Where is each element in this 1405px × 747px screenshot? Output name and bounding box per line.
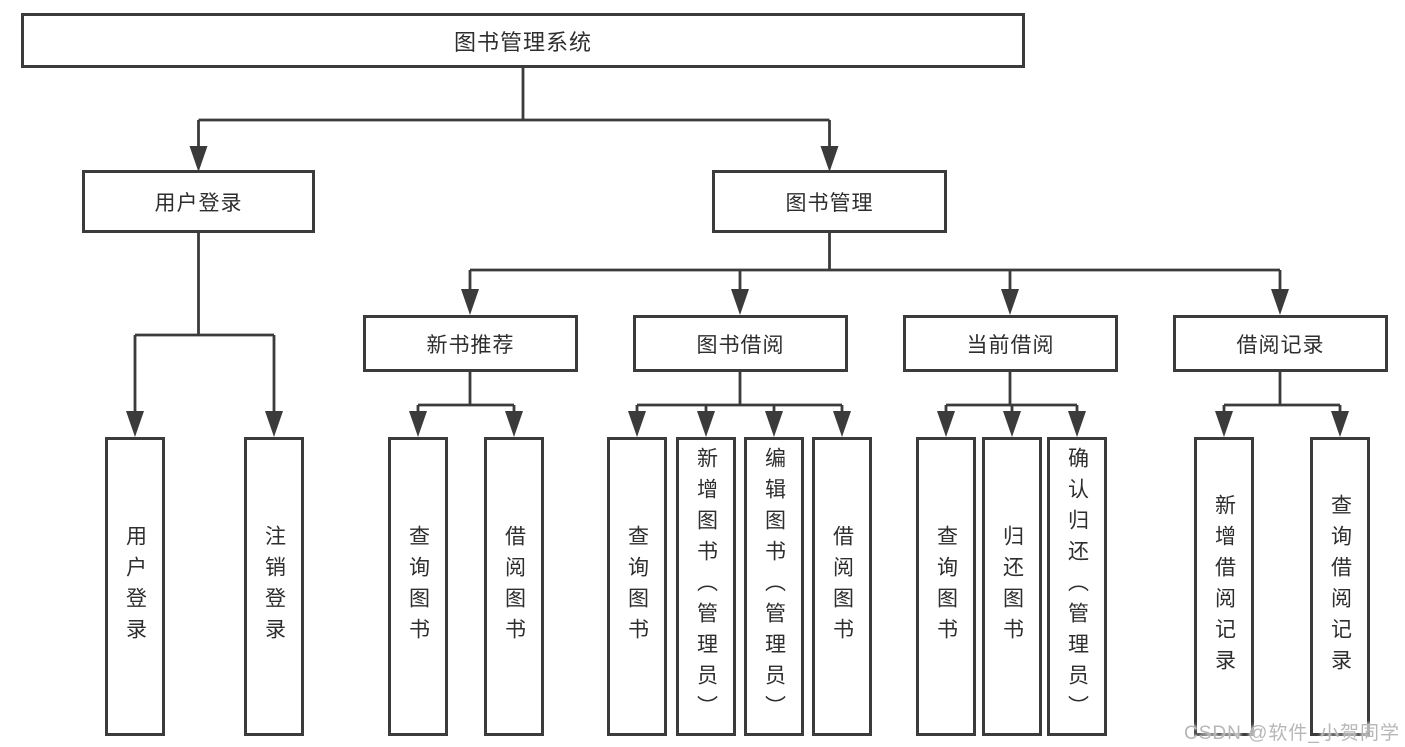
node-leaf-query-borrow-record: 查询借阅记录: [1310, 437, 1370, 736]
node-leaf-add-books-admin: 新增图书（管理员）: [676, 437, 736, 736]
connector-root-to-level2: [189, 68, 839, 172]
node-borrowing-records: 借阅记录: [1173, 315, 1388, 372]
leaf-label: 查询图书: [625, 524, 649, 649]
csdn-watermark: CSDN @软件_小贺同学: [1184, 723, 1400, 744]
leaf-label: 用户登录: [123, 524, 147, 649]
connector-new-book-branch: [409, 372, 523, 437]
leaf-label: 新增图书（管理员）: [694, 447, 718, 726]
leaf-label: 归还图书: [1000, 524, 1024, 649]
connector-book-mgmt-branch: [461, 233, 1289, 315]
node-current-borrowing: 当前借阅: [903, 315, 1118, 372]
connector-user-login-branch: [126, 233, 283, 437]
node-leaf-logout: 注销登录: [244, 437, 304, 736]
leaf-label: 确认归还（管理员）: [1065, 447, 1089, 726]
node-leaf-confirm-return-admin: 确认归还（管理员）: [1047, 437, 1107, 736]
leaf-label: 新增借阅记录: [1212, 493, 1236, 680]
connector-current-borrow-branch: [937, 372, 1086, 437]
leaf-label: 编辑图书（管理员）: [762, 447, 786, 726]
node-root-system: 图书管理系统: [21, 13, 1025, 68]
node-leaf-query-books-3: 查询图书: [916, 437, 976, 736]
leaf-label: 借阅图书: [502, 524, 526, 649]
node-leaf-user-login: 用户登录: [105, 437, 165, 736]
node-user-login-module: 用户登录: [82, 170, 315, 233]
node-leaf-edit-books-admin: 编辑图书（管理员）: [744, 437, 804, 736]
leaf-label: 查询图书: [406, 524, 430, 649]
node-book-borrowing: 图书借阅: [633, 315, 848, 372]
node-leaf-query-books-1: 查询图书: [388, 437, 448, 736]
leaf-label: 查询图书: [934, 524, 958, 649]
node-leaf-borrow-books-1: 借阅图书: [484, 437, 544, 736]
leaf-label: 注销登录: [262, 524, 286, 649]
node-book-management-module: 图书管理: [712, 170, 947, 233]
node-leaf-add-borrow-record: 新增借阅记录: [1194, 437, 1254, 736]
node-leaf-return-books: 归还图书: [982, 437, 1042, 736]
node-new-book-recommend: 新书推荐: [363, 315, 578, 372]
connector-borrow-record-branch: [1215, 372, 1349, 437]
connector-book-borrow-branch: [628, 372, 851, 437]
leaf-label: 借阅图书: [830, 524, 854, 649]
leaf-label: 查询借阅记录: [1328, 493, 1352, 680]
node-leaf-borrow-books-2: 借阅图书: [812, 437, 872, 736]
node-leaf-query-books-2: 查询图书: [607, 437, 667, 736]
